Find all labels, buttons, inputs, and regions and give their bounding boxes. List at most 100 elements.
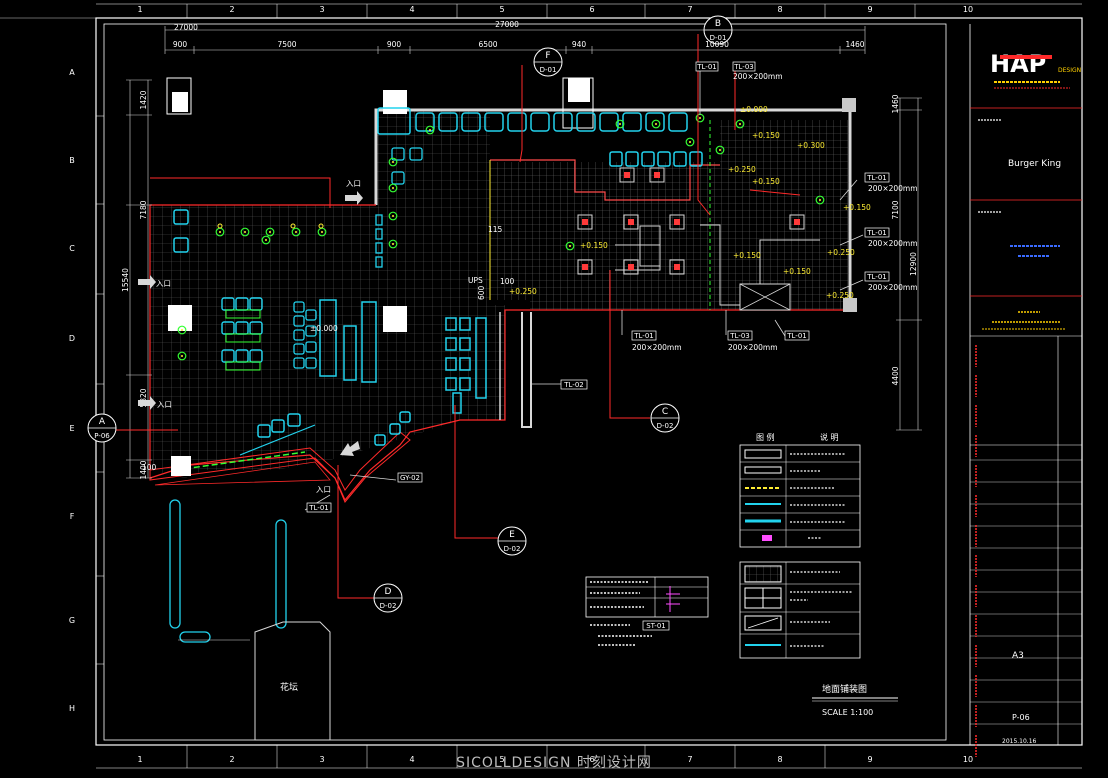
booth-seat [484, 112, 504, 132]
column-label: 5 [499, 5, 504, 14]
chair [293, 329, 305, 341]
callout-sheet: D-02 [504, 545, 521, 553]
planter-path [169, 499, 287, 643]
plant [291, 227, 301, 237]
booth-seat [415, 112, 435, 132]
booth-seat [530, 112, 550, 132]
north-wall [374, 108, 852, 312]
dim-top: 1460 [845, 40, 864, 49]
table [577, 214, 593, 230]
column-label: 3 [319, 755, 324, 764]
callout-sheet: D-01 [540, 66, 557, 74]
plant [388, 239, 398, 249]
chair [293, 343, 305, 355]
dimension-lines [126, 26, 922, 479]
booth-seat [673, 151, 687, 167]
plant [735, 119, 745, 129]
booth-seat [622, 112, 642, 132]
table [649, 167, 665, 183]
callout-letter: D [385, 587, 392, 597]
tag-label: TL-01 [696, 63, 717, 71]
dim-left: 1400 [139, 460, 148, 479]
elevation: +0.150 [580, 241, 608, 250]
column-label: 6 [589, 5, 594, 14]
column-label: 10 [963, 755, 973, 764]
column-label: 9 [867, 5, 872, 14]
column-label: 7 [687, 5, 692, 14]
st01-detail: ST-01 [585, 576, 709, 646]
tag-boxes: TL-01 TL-03 TL-01 TL-01 TL-01 TL-01 TL-0… [306, 61, 890, 513]
booth-seat [507, 112, 527, 132]
column [171, 456, 191, 476]
counter-floor-grid [490, 120, 848, 310]
tag-label: TL-03 [729, 332, 750, 340]
drawing-number: P-06 [1012, 713, 1030, 722]
entry-label: 入口 [156, 279, 171, 288]
tile-spec: 200×200mm [728, 343, 778, 352]
column-label: 4 [409, 5, 414, 14]
row-label: D [69, 334, 75, 343]
chair [305, 341, 317, 353]
booth-seat [438, 112, 458, 132]
table [628, 264, 634, 270]
column-label: 8 [777, 5, 782, 14]
booth-seat [657, 151, 671, 167]
table [623, 259, 639, 275]
dim-top: 7500 [277, 40, 296, 49]
plan-title: 地面铺装图 [822, 683, 867, 695]
row-label: A [69, 68, 75, 77]
row-label: E [69, 424, 74, 433]
table [623, 214, 639, 230]
tile-spec: 200×200mm [868, 184, 918, 193]
tile-spec: 200×200mm [632, 343, 682, 352]
dim-overall: 27000 [174, 23, 198, 32]
plant [715, 145, 725, 155]
dim-top: 900 [387, 40, 402, 49]
callout-e-d02: E D-02 [497, 526, 527, 556]
column [568, 78, 590, 102]
row-label: F [70, 512, 75, 521]
seat [409, 147, 423, 161]
chair [293, 357, 305, 369]
elevation: ±0.000 [740, 105, 768, 114]
elevation: +0.250 [826, 291, 854, 300]
column-label: 9 [867, 755, 872, 764]
elevation: +0.150 [752, 177, 780, 186]
callout-c-d02: C D-02 [650, 403, 680, 433]
ref-dim: 100 [142, 463, 157, 472]
dim-top: 940 [572, 40, 587, 49]
dim-right: 1460 [891, 94, 900, 113]
column-label: 2 [229, 5, 234, 14]
callout-b-d01: B D-01 [703, 15, 733, 45]
elevation: +0.150 [733, 251, 761, 260]
plan-scale: SCALE 1:100 [822, 708, 873, 717]
column-label: 5 [499, 755, 504, 764]
booth-seat [625, 151, 639, 167]
table [789, 214, 805, 230]
plant [388, 183, 398, 193]
chair [305, 325, 317, 337]
seat [391, 171, 405, 185]
dim-right: 12900 [909, 252, 918, 276]
table [674, 264, 680, 270]
tag-label: TL-01 [308, 504, 329, 512]
callout-letter: F [545, 51, 550, 61]
callout-f-d01: F D-01 [533, 47, 563, 77]
plant [240, 227, 250, 237]
booth-seat [609, 151, 623, 167]
seat [391, 147, 405, 161]
elevation: +0.150 [843, 203, 871, 212]
column-label: 1 [137, 755, 142, 764]
callout-letter: E [509, 530, 515, 540]
elevation: +0.250 [509, 287, 537, 296]
hap-logo: HAP [990, 50, 1046, 78]
callout-letter: B [715, 19, 721, 29]
entry-label: 入口 [316, 485, 331, 494]
tag-label: GY-02 [400, 474, 420, 482]
callout-sheet: D-01 [710, 34, 727, 42]
column-label: 1 [137, 5, 142, 14]
tag-label: TL-01 [786, 332, 807, 340]
chair [305, 309, 317, 321]
